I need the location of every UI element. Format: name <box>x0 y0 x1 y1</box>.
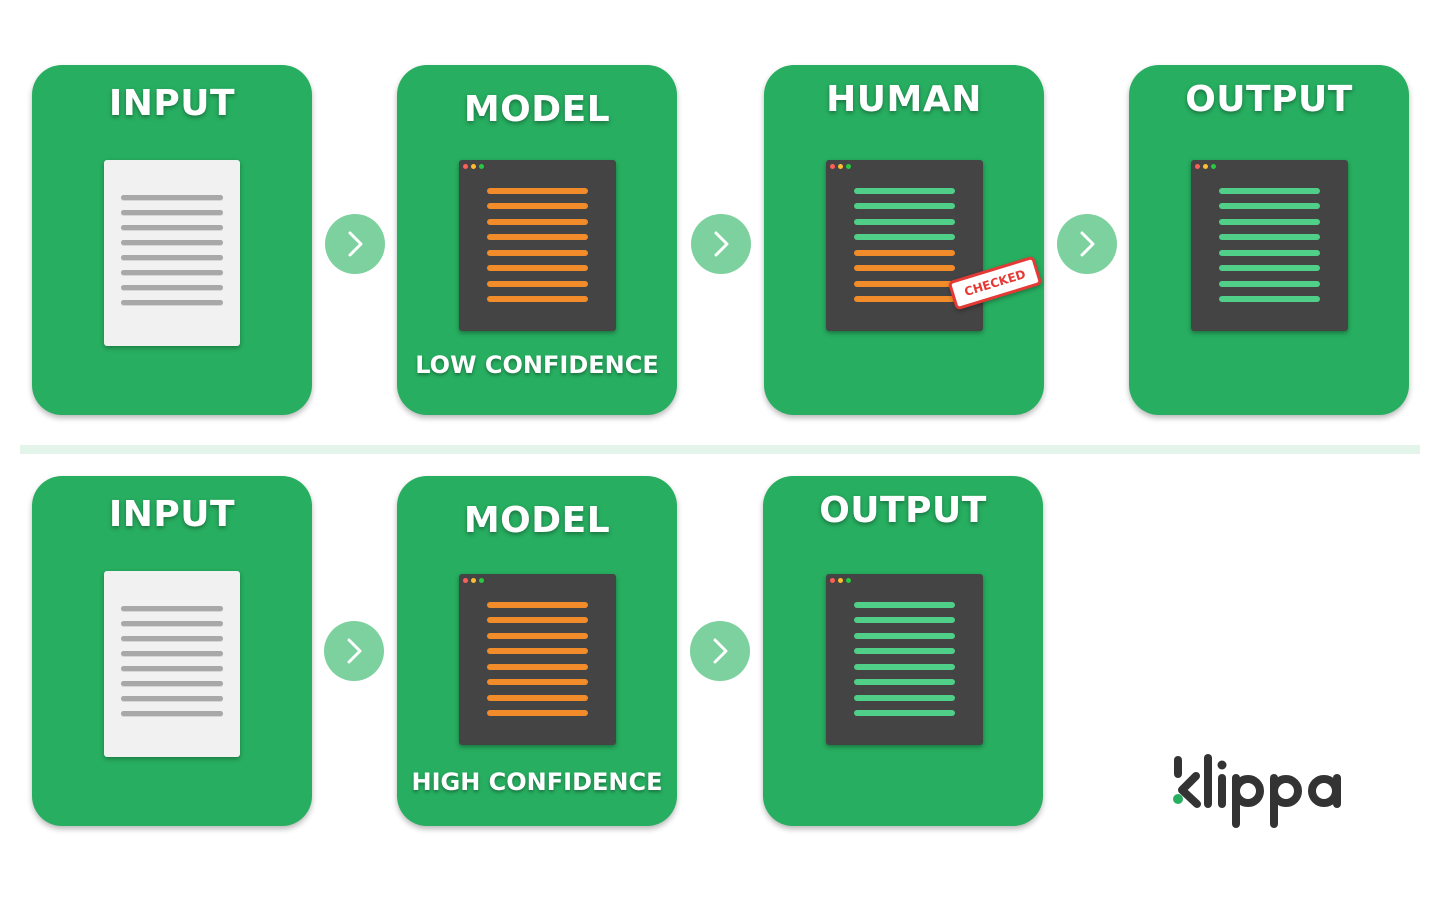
window-checked-icon: CHECKED <box>826 160 1043 331</box>
row1-input-card: INPUT <box>32 65 312 415</box>
row-divider <box>20 445 1420 454</box>
document-icon <box>104 160 240 346</box>
window-orange-lines-icon <box>459 160 616 331</box>
checked-stamp: CHECKED <box>947 255 1043 311</box>
card-title: OUTPUT <box>819 490 987 531</box>
row1-human-card: HUMAN CHECKED <box>764 65 1044 415</box>
row2-input-card: INPUT <box>32 476 312 826</box>
row2-output-card: OUTPUT <box>763 476 1043 826</box>
card-title: MODEL <box>463 500 611 541</box>
chevron-right-icon <box>325 214 385 274</box>
row2-model-card: MODEL HIGH CONFIDENCE <box>397 476 677 826</box>
card-title: INPUT <box>108 494 236 535</box>
chevron-right-icon <box>1057 214 1117 274</box>
chevron-right-icon <box>324 621 384 681</box>
window-green-lines-icon <box>826 574 983 745</box>
chevron-right-icon <box>690 621 750 681</box>
window-green-lines-icon <box>1191 160 1348 331</box>
document-icon <box>104 571 240 757</box>
card-title: OUTPUT <box>1185 79 1353 120</box>
klippa-logo <box>1173 754 1341 828</box>
card-caption: LOW CONFIDENCE <box>415 351 659 379</box>
row1-output-card: OUTPUT <box>1129 65 1409 415</box>
row1-model-card: MODEL LOW CONFIDENCE <box>397 65 677 415</box>
window-orange-lines-icon <box>459 574 616 745</box>
card-title: HUMAN <box>826 79 982 120</box>
card-title: MODEL <box>463 89 611 130</box>
card-title: INPUT <box>108 83 236 124</box>
card-caption: HIGH CONFIDENCE <box>411 768 663 796</box>
chevron-right-icon <box>691 214 751 274</box>
